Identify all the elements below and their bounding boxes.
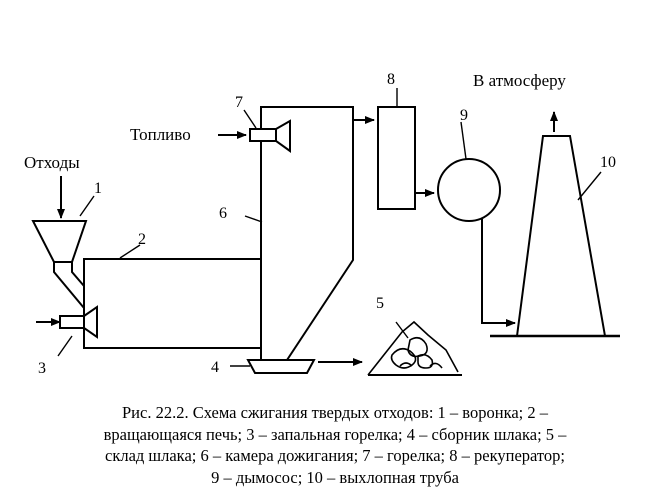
number-7: 7 (235, 94, 243, 111)
number-9: 9 (460, 107, 468, 124)
number-4: 4 (211, 359, 219, 376)
funnel-chute (53, 262, 85, 309)
recuperator (377, 106, 416, 210)
number-2: 2 (138, 231, 146, 248)
atmosphere-label: В атмосферу (473, 71, 566, 90)
leader-1 (79, 195, 95, 217)
leader-7 (243, 109, 257, 129)
slag-collector (246, 359, 316, 374)
caption-line-1: Рис. 22.2. Схема сжигания твердых отходо… (121, 403, 548, 422)
funnel (31, 220, 88, 263)
number-1: 1 (94, 180, 102, 197)
leader-10 (577, 171, 602, 201)
number-6: 6 (219, 205, 227, 222)
ignition-burner-body (59, 315, 87, 329)
caption-line-2: вращающаяся печь; 3 – запальная горелка;… (103, 424, 567, 444)
number-5: 5 (376, 295, 384, 312)
number-3: 3 (38, 360, 46, 377)
chimney (515, 135, 607, 337)
slag-storage (367, 320, 462, 376)
number-10: 10 (600, 154, 616, 171)
leader-5 (395, 321, 409, 339)
smoke-exhauster (437, 158, 501, 222)
number-8: 8 (387, 71, 395, 88)
caption-line-4: 9 – дымосос; 10 – выхлопная труба (211, 467, 459, 487)
leader-9 (460, 121, 467, 160)
fuel-label: Топливо (130, 125, 191, 144)
rotary-kiln (83, 258, 262, 349)
leader-2 (119, 244, 141, 259)
waste-label: Отходы (24, 153, 80, 172)
caption-line-3: склад шлака; 6 – камера дожигания; 7 – г… (105, 446, 565, 465)
gas-to-chimney-line (481, 219, 516, 327)
burner-body (249, 128, 277, 142)
figure-caption: Рис. 22.2. Схема сжигания твердых отходо… (10, 402, 660, 488)
burner-nozzle (275, 119, 291, 153)
leader-3 (57, 335, 73, 357)
ignition-burner-nozzle (83, 305, 98, 339)
leader-6 (244, 215, 263, 223)
afterburning-chamber (260, 106, 354, 361)
